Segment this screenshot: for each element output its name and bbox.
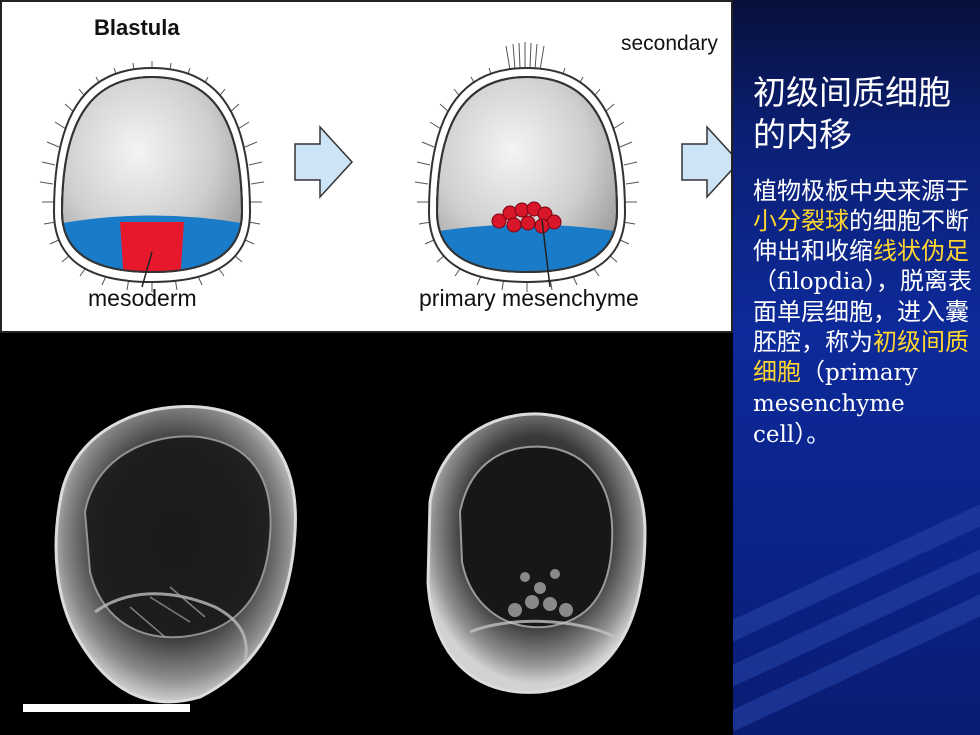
sem-micrograph-panel [0,362,733,735]
sem-embryo-left [54,404,297,704]
secondary-label: secondary [621,32,718,55]
primary-mesenchyme-label: primary mesenchyme [419,285,639,311]
side-text-panel: 初级间质细胞的内移 植物极板中央来源于小分裂球的细胞不断伸出和收缩线状伪足（fi… [733,0,980,735]
highlight-primary-mesenchyme: 初级间质细胞 [753,328,969,386]
latin-term-filopdia: filopdia [777,269,865,295]
slide-heading: 初级间质细胞的内移 [753,73,951,154]
body-segment: ）。 [794,420,831,448]
blastula-diagram: Blastula secondary mesoderm primary mese… [0,0,733,333]
diagram-title: Blastula [94,15,180,40]
micrograph-artwork [23,404,647,712]
highlight-filopodia: 线状伪足 [873,237,969,265]
right-embryo-apical-tuft [505,42,545,71]
sem-embryo-right [426,412,647,694]
diagram-artwork [39,42,731,292]
mesoderm-label: mesoderm [88,285,197,311]
latin-term-primary-mesenchyme-cell: primary mesenchyme cell [753,360,918,448]
right-arrow-icon [681,125,731,199]
right-arrow-icon [294,125,354,199]
mesoderm-pointer [141,251,153,288]
body-segment: 的细胞不断伸出和收缩 [753,207,969,265]
highlight-micromeres: 小分裂球 [753,207,849,235]
scale-bar [23,704,190,712]
body-segment: （ [753,267,777,295]
primary-mesenchyme-cells [491,201,562,234]
slide-body-text: 植物极板中央来源于小分裂球的细胞不断伸出和收缩线状伪足（filopdia），脱离… [753,176,975,450]
body-segment: ），脱离表面单层细胞，进入囊胚腔，称为 [753,267,973,356]
body-segment: 植物极板中央来源于 [753,177,969,205]
primary-mesenchyme-pointer [541,219,551,288]
body-segment: （ [801,358,825,386]
